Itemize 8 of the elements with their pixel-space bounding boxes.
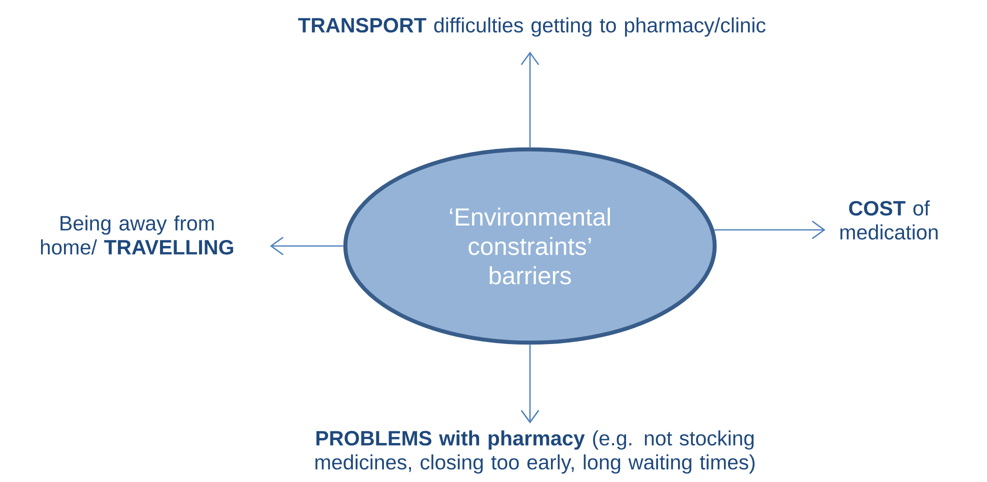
arrow: [714, 220, 826, 240]
arrow: [270, 236, 344, 256]
arrow: [520, 52, 540, 148]
barrier-label: PROBLEMS with pharmacy (e.g. not stocking medicines, closing too early, long waiting times): [315, 430, 755, 474]
barrier-label: Being away from home/ TRAVELLING: [41, 215, 234, 255]
barrier-label: COST of medication: [840, 200, 938, 240]
barrier-label: TRANSPORT difficulties getting to pharmacy/clinic: [298, 17, 766, 37]
arrow: [520, 344, 540, 424]
